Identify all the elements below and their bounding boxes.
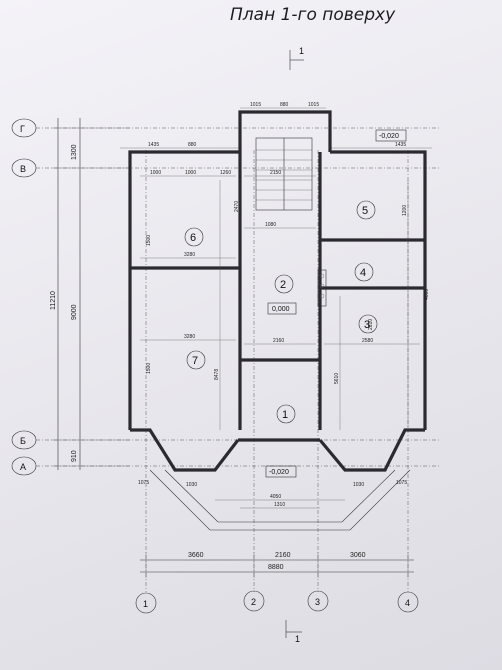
room-4-label: 4 [360,267,366,279]
room-labels: 1 2 3 4 5 6 7 [184,200,378,424]
inner-dimension-texts: 1000 1000 1260 2150 1080 3280 3280 2160 … [138,170,430,508]
level-marks: 0,000 -0,020 -0,020 [265,129,407,478]
staircase [255,137,313,211]
dim-inner-9: 4050 [270,494,281,500]
dim-inner-4: 1080 [265,222,276,228]
dim-inner-10: 1310 [274,502,285,508]
dim-seg1: 3660 [188,552,204,559]
dim-inner-18: 4000 [424,289,430,300]
dim-inner-16: 5610 [334,373,340,384]
drawing-title: План 1-го поверху [230,5,396,25]
dim-top: 1300 [71,144,78,160]
room-1-label: 1 [282,409,288,421]
room-3-label: 3 [364,319,370,331]
outer-walls [128,110,427,531]
room-2-label: 2 [280,279,286,291]
section-mark-bottom-label: 1 [295,634,300,644]
dim-total: 8880 [268,564,284,571]
dim-inner-21: 1500 [146,235,152,246]
dim-top-1: 880 [280,102,289,108]
section-mark-top-label: 1 [299,46,304,56]
dim-inner-11: 1030 [186,482,197,488]
dim-seg3: 3060 [350,552,366,559]
dim-inner-22: 1500 [146,363,152,374]
col-axis-2-label: 2 [251,597,256,607]
col-axis-3-label: 3 [315,597,320,607]
dim-inner-17: 2610 [368,319,374,330]
dim-top-4: 880 [188,142,197,148]
dim-top-0: 1015 [250,102,261,108]
col-axis-1: 1 [135,150,157,614]
dim-main: 9000 [71,304,78,320]
hall-equipment [317,269,327,307]
bottom-dimensions: 3660 2160 3060 8880 [140,552,414,578]
dim-top-2: 1015 [308,102,319,108]
dim-inner-12: 1030 [353,482,364,488]
dim-inner-19: 2470 [234,201,240,212]
interior-walls [130,152,425,430]
level-entrance: -0,020 [269,469,289,476]
dim-overall: 11210 [50,291,57,310]
row-axis-v: В [11,158,440,178]
dim-inner-1: 1000 [185,170,196,176]
level-top-right: -0,020 [379,133,399,140]
top-dimensions: 1015 880 1015 1435 880 1435 [120,102,432,149]
dim-inner-2: 1260 [220,170,231,176]
level-hall: 0,000 [272,306,290,313]
room-6-label: 6 [190,232,196,244]
left-dimensions: 11210 9000 1300 910 [50,118,130,470]
dim-inner-8: 2580 [362,338,373,344]
section-mark-top: 1 [289,46,304,70]
col-axis-2: 2 [243,150,265,612]
dim-top-3: 1435 [148,142,159,148]
row-axis-g-label: Г [20,124,25,134]
col-axis-1-label: 1 [143,599,148,609]
row-axis-v-label: В [20,164,26,174]
section-mark-bottom: 1 [285,620,302,644]
col-axis-4-label: 4 [405,598,410,608]
row-axis-b-label: Б [20,436,26,446]
room-5-label: 5 [362,205,368,217]
dim-inner-7: 2160 [273,338,284,344]
dim-inner-20: 1200 [402,205,408,216]
dim-seg2: 2160 [275,552,291,559]
dim-inner-0: 1000 [150,170,161,176]
dim-inner-14: 1075 [396,480,407,486]
dim-inner-6: 3280 [184,334,195,340]
room-7-label: 7 [192,355,198,367]
dim-top-5: 1435 [395,142,406,148]
dim-inner-3: 2150 [270,170,281,176]
col-axis-3: 3 [307,150,329,612]
dim-inner-13: 1075 [138,480,149,486]
dim-inner-15: 8478 [214,369,220,380]
dim-inner-5: 3280 [184,252,195,258]
row-axis-a: А [11,456,440,476]
row-axis-a-label: А [20,462,26,472]
row-axis-g: Г [11,118,440,138]
inner-dimension-lines [140,175,420,509]
dim-bottom: 910 [71,450,78,462]
